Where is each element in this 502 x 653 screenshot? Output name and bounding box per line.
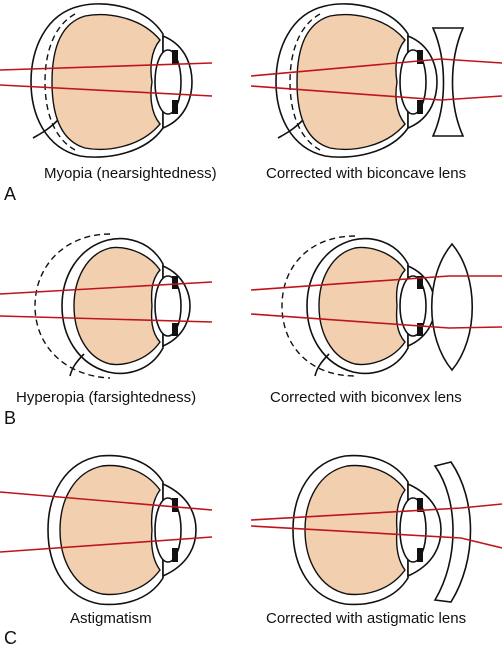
crystalline-lens — [154, 49, 182, 115]
eye-posterior-dashed — [44, 13, 76, 151]
eyelid — [314, 353, 330, 377]
astigmatic-lens — [433, 461, 472, 603]
hyperopia-caption: Hyperopia (farsightedness) — [16, 389, 197, 406]
iris-upper — [417, 276, 423, 289]
eye-interior — [318, 246, 406, 366]
light-ray-lower — [251, 313, 502, 329]
iris-upper — [172, 498, 178, 512]
light-ray-upper — [0, 281, 213, 295]
eye-interior — [59, 464, 161, 596]
light-ray-upper — [0, 491, 213, 511]
light-ray-lower — [0, 536, 213, 553]
row-label-c: C — [4, 628, 17, 648]
light-ray-upper — [0, 62, 213, 71]
iris-upper — [417, 498, 423, 512]
light-ray-upper — [251, 58, 502, 77]
biconcave-lens — [431, 27, 465, 137]
eye-posterior-dashed — [281, 235, 356, 377]
eyelid — [69, 353, 85, 377]
astigmatism-corrected-caption: Corrected with astigmatic lens — [266, 610, 467, 627]
astigmatism-eye-diagram — [0, 454, 213, 606]
eyelid — [277, 119, 304, 139]
iris-upper — [172, 276, 178, 289]
eye-interior — [73, 246, 161, 366]
iris-lower — [417, 548, 423, 562]
light-ray-lower — [0, 315, 213, 323]
astigmatism-caption: Astigmatism — [70, 610, 152, 627]
crystalline-lens — [399, 275, 427, 337]
iris-lower — [417, 323, 423, 336]
astigmatism-corrected-diagram — [251, 454, 502, 606]
myopia-corrected-caption: Corrected with biconcave lens — [266, 165, 467, 182]
eye-interior — [304, 464, 406, 596]
light-ray-upper — [251, 503, 502, 521]
row-label-b: B — [4, 408, 17, 428]
eyelid — [32, 119, 59, 139]
light-ray-lower — [251, 85, 502, 101]
eye-interior — [51, 13, 161, 151]
crystalline-lens — [399, 497, 427, 563]
iris-lower — [417, 100, 423, 114]
myopia-eye-diagram — [0, 3, 213, 158]
crystalline-lens — [154, 497, 182, 563]
iris-lower — [172, 548, 178, 562]
light-ray-lower — [251, 525, 502, 549]
hyperopia-corrected-caption: Corrected with biconvex lens — [270, 389, 462, 406]
eye-interior — [296, 13, 406, 151]
iris-lower — [172, 100, 178, 114]
iris-upper — [417, 50, 423, 64]
myopia-corrected-diagram — [251, 3, 502, 158]
iris-upper — [172, 50, 178, 64]
light-ray-lower — [0, 84, 213, 97]
iris-lower — [172, 323, 178, 336]
light-ray-upper — [251, 275, 502, 291]
hyperopia-corrected-diagram — [251, 235, 502, 377]
eye-posterior-dashed — [289, 13, 321, 151]
biconvex-lens — [431, 242, 473, 372]
myopia-caption: Myopia (nearsightedness) — [44, 165, 217, 182]
hyperopia-eye-diagram — [0, 233, 213, 379]
row-label-a: A — [4, 184, 17, 204]
